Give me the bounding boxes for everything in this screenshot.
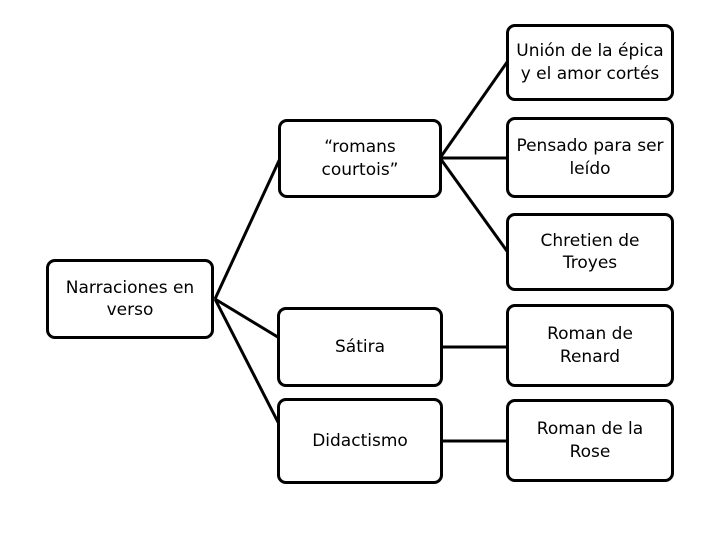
node-label: Sátira	[334, 336, 385, 357]
node-chretien-de-troyes[interactable]: Chretien de Troyes	[506, 213, 674, 291]
node-roman-de-renard[interactable]: Roman de Renard	[506, 304, 674, 387]
node-didactismo[interactable]: Didactismo	[277, 398, 443, 484]
node-label: Roman de Renard	[547, 324, 633, 367]
connector-romans-courtois-to-chretien	[438, 157, 514, 259]
node-label: Didactismo	[312, 430, 408, 451]
connector-romans-courtois-to-union	[438, 57, 512, 159]
connector-narraciones-to-romans-courtois	[213, 151, 285, 300]
node-narraciones-en-verso[interactable]: Narraciones en verso	[46, 259, 214, 339]
node-satira[interactable]: Sátira	[277, 307, 443, 387]
node-pensado-para-ser-leido[interactable]: Pensado para ser leído	[506, 117, 674, 198]
node-label: Unión de la épica y el amor cortés	[516, 41, 664, 84]
node-roman-de-la-rose[interactable]: Roman de la Rose	[506, 399, 674, 482]
connector-narraciones-to-satira	[214, 297, 282, 341]
node-label: Narraciones en verso	[65, 277, 195, 320]
node-label: “romans courtois”	[321, 137, 399, 180]
node-union-epica-amor-cortes[interactable]: Unión de la épica y el amor cortés	[506, 24, 674, 101]
node-label: Chretien de Troyes	[540, 230, 640, 273]
node-label: Roman de la Rose	[536, 419, 644, 462]
node-label: Pensado para ser leído	[516, 136, 664, 179]
node-romans-courtois[interactable]: “romans courtois”	[278, 119, 442, 198]
connector-narraciones-to-didactismo	[213, 298, 283, 429]
